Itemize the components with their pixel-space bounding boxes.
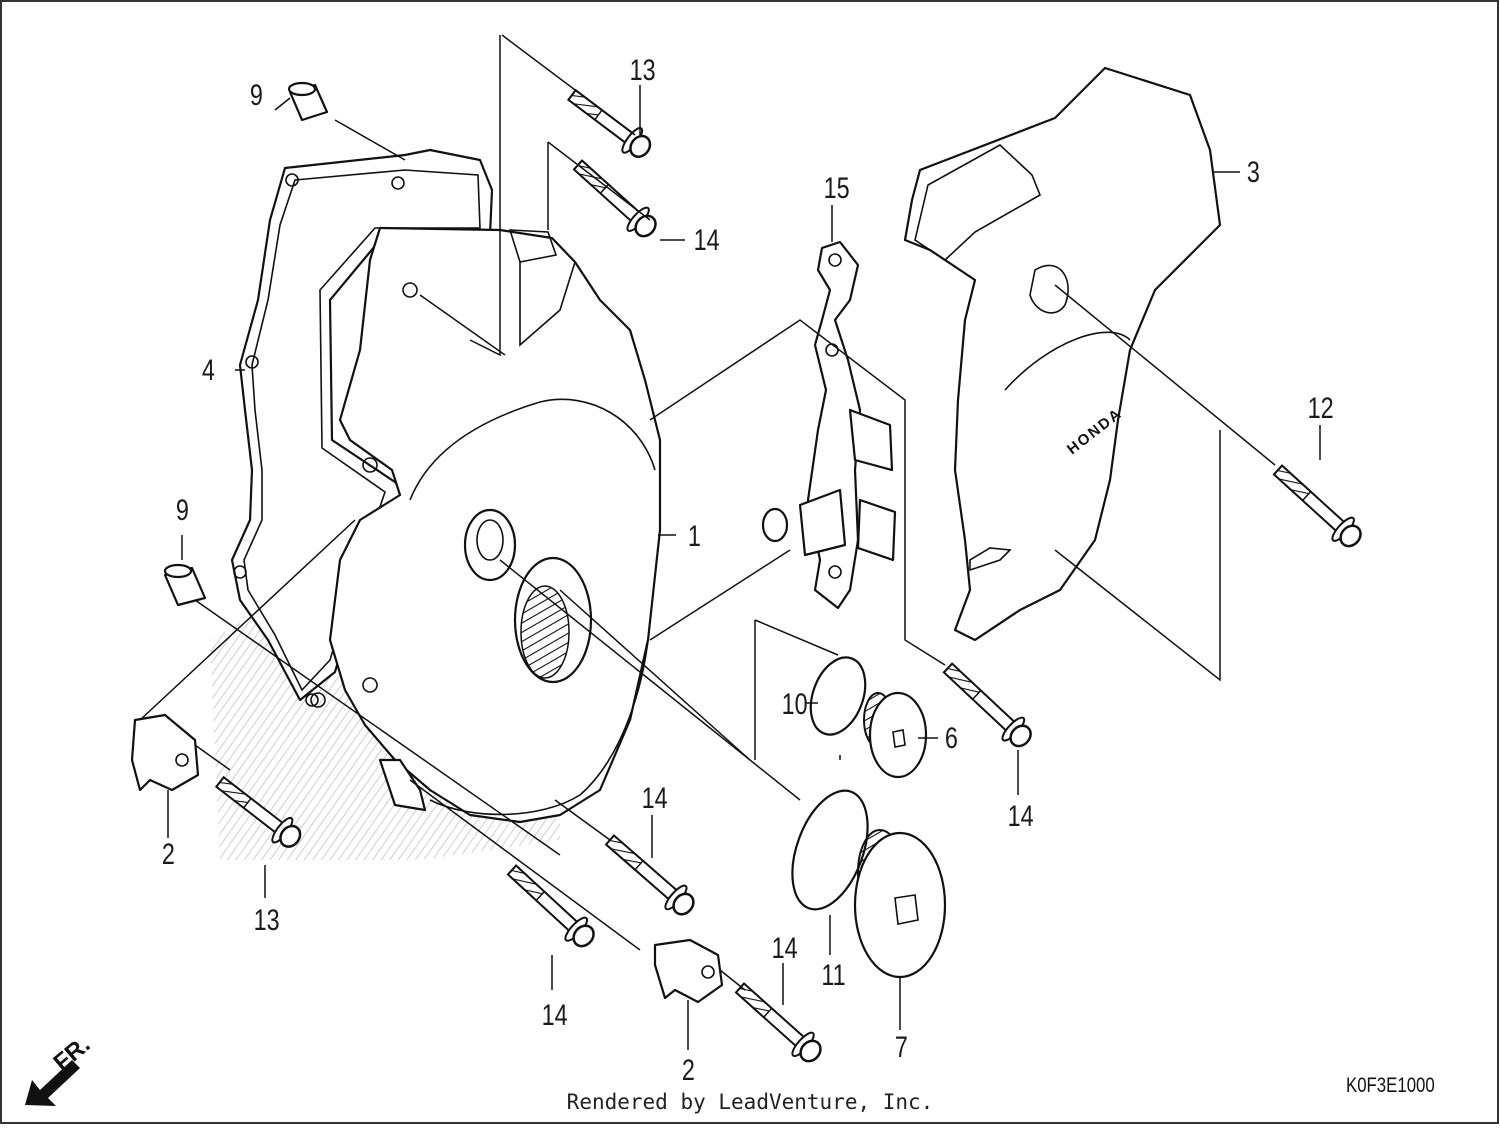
o-ring-part-10 [809, 656, 867, 736]
chain-guide-part-15 [761, 240, 897, 610]
bolts [214, 88, 1362, 1063]
bolt-part-14-bottom [734, 982, 822, 1063]
callout-14-right: 14 [1008, 799, 1034, 832]
callout-10: 10 [782, 687, 808, 720]
bolt-part-13-bottom [214, 775, 302, 848]
front-direction-label: FR. [49, 1031, 96, 1077]
callout-1: 1 [688, 519, 701, 552]
callout-13-top: 13 [630, 53, 656, 86]
callout-14-bottom-left: 14 [542, 998, 568, 1031]
callout-4: 4 [202, 353, 215, 386]
clamp-part-2-right [653, 938, 724, 1004]
clamp-part-2-left [130, 713, 200, 792]
callout-12: 12 [1308, 391, 1334, 424]
callout-13-bottom: 13 [254, 903, 280, 936]
callout-14-top: 14 [694, 223, 720, 256]
callout-3: 3 [1247, 155, 1260, 188]
callout-labels: 1 2 2 3 4 6 7 9 9 10 11 12 13 13 14 14 1… [162, 53, 1334, 1086]
bolt-part-12 [1272, 464, 1362, 548]
callout-9-top: 9 [250, 78, 263, 111]
callout-6: 6 [945, 721, 958, 754]
collar-part-9-top [287, 81, 329, 122]
callout-2-right: 2 [682, 1053, 695, 1086]
callout-14-bottom-right: 14 [772, 931, 798, 964]
callout-9-bottom: 9 [176, 493, 189, 526]
bolt-part-14-mid [604, 834, 695, 916]
sprocket-cover-part-3: HONDA [903, 66, 1222, 642]
footer-credit: Rendered by LeadVenture, Inc. [566, 1090, 934, 1114]
bolt-part-13-top [566, 88, 652, 158]
leader-lines [139, 34, 1321, 1050]
bolt-part-14-right [942, 662, 1032, 748]
drawing-code: K0F3E1000 [1346, 1074, 1435, 1097]
callout-15: 15 [824, 171, 850, 204]
plug-part-6 [863, 691, 928, 779]
callout-11: 11 [821, 958, 845, 991]
bolt-part-14-lower [506, 864, 595, 948]
callout-14-mid: 14 [642, 781, 668, 814]
callout-2-left: 2 [162, 837, 175, 870]
callout-7: 7 [895, 1030, 908, 1063]
collar-part-9-bottom [163, 563, 207, 607]
cap-part-7 [853, 829, 947, 979]
